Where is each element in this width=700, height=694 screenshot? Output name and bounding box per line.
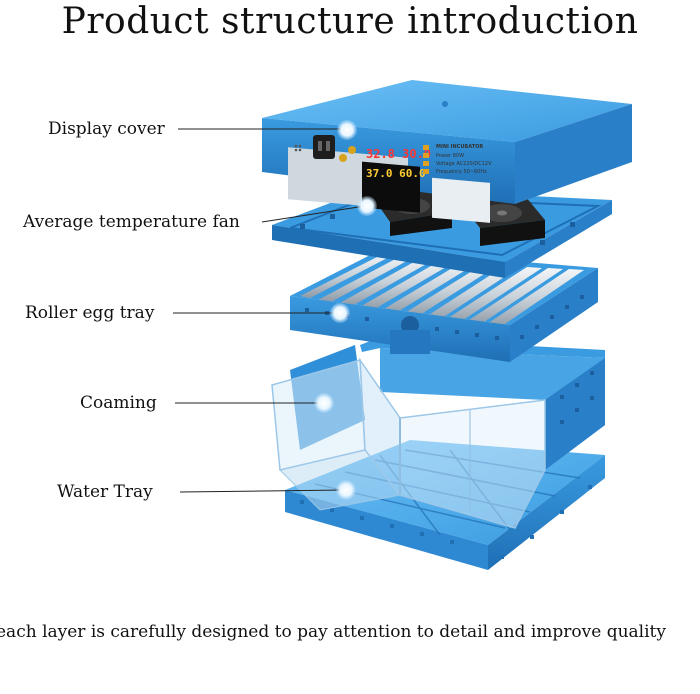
spec-plate: MINI INCUBATOR Power 80W Voltage AC220/D…	[432, 144, 492, 223]
highlight-dot-water	[336, 480, 356, 500]
label-average-temperature-fan: Average temperature fan	[23, 212, 240, 232]
svg-text:Voltage AC220/DC12V: Voltage AC220/DC12V	[436, 161, 492, 167]
rollers	[300, 253, 584, 328]
highlight-dot-roller	[330, 303, 350, 323]
svg-text:Power 80W: Power 80W	[436, 153, 464, 159]
roller-egg-tray-part	[290, 250, 598, 362]
highlight-dot-fan	[357, 196, 377, 216]
lcd-digits-bottom: 37.0 60.0	[366, 167, 426, 180]
highlight-dots	[314, 120, 377, 500]
leader-lines	[173, 128, 366, 493]
leader-line-water-tray	[179, 489, 345, 493]
control-buttons	[423, 145, 429, 174]
highlight-dot-display	[337, 120, 357, 140]
label-roller-egg-tray: Roller egg tray	[25, 303, 155, 323]
label-coaming: Coaming	[80, 393, 157, 413]
svg-text:MINI INCUBATOR: MINI INCUBATOR	[436, 144, 483, 150]
page-title: Product structure introduction	[61, 1, 639, 42]
highlight-dot-coaming	[314, 393, 334, 413]
label-display-cover: Display cover	[48, 119, 165, 139]
power-socket-icon	[313, 135, 335, 159]
footer-caption: each layer is carefully designed to pay …	[0, 622, 666, 642]
fan-layer-part	[272, 188, 612, 278]
lcd-display: 32.8 30.0 37.0 60.0	[362, 147, 431, 213]
svg-text:Frequency 50~60Hz: Frequency 50~60Hz	[436, 169, 487, 175]
lcd-digits-top: 32.8 30.0	[366, 147, 431, 161]
leader-line-fan	[261, 205, 366, 223]
label-water-tray: Water Tray	[57, 482, 153, 502]
